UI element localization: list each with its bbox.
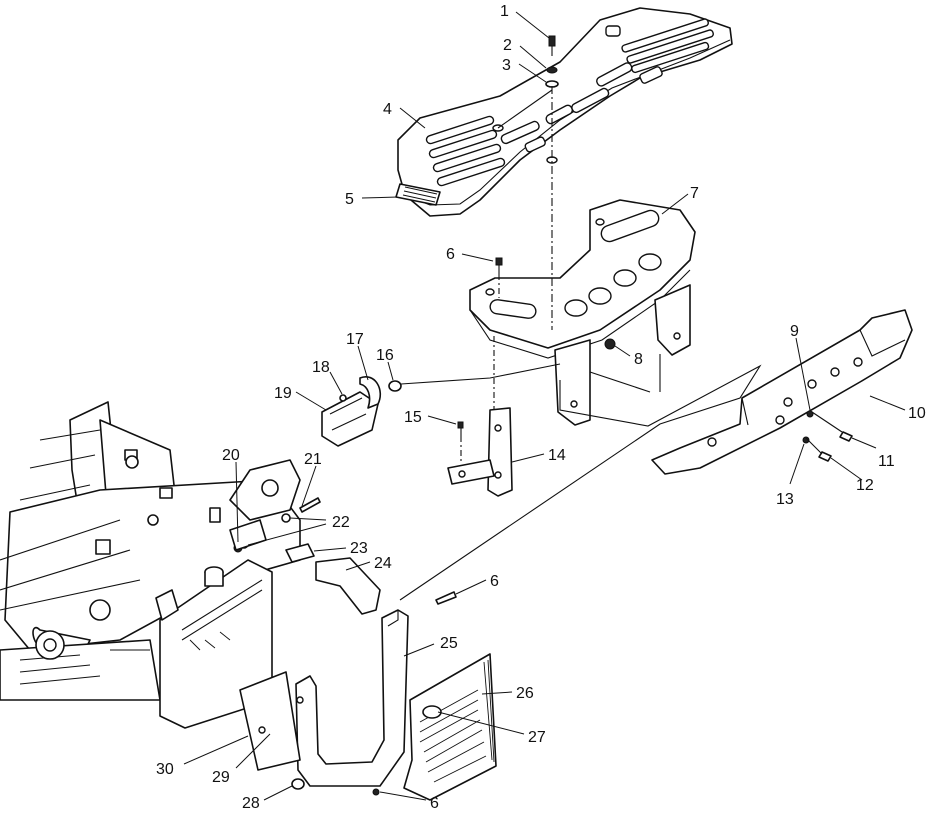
support-bolt: [495, 257, 503, 274]
lock-washer: [546, 66, 558, 74]
callout-15: 15: [404, 409, 422, 426]
mud-flap: [403, 653, 497, 801]
grommet: [291, 778, 305, 790]
rear-bumper: [651, 309, 913, 475]
callout-23: 23: [350, 540, 368, 557]
leader-lines: [183, 11, 906, 801]
callout-8: 8: [634, 351, 643, 368]
callout-4: 4: [383, 101, 392, 118]
callout-29: 29: [212, 769, 230, 786]
flap-bolt-lower: [372, 788, 380, 796]
bracket-bolt: [457, 421, 464, 436]
callout-2: 2: [503, 37, 512, 54]
callout-20: 20: [222, 447, 240, 464]
callout-9: 9: [790, 323, 799, 340]
flap-grommet: [422, 705, 442, 719]
flap-bolt-upper: [435, 591, 457, 605]
callout-30: 30: [156, 761, 174, 778]
assembly-lines: [399, 86, 843, 601]
callout-25: 25: [440, 635, 458, 652]
callout-18: 18: [312, 359, 330, 376]
bumper-nut: [806, 410, 814, 418]
callout-13: 13: [776, 491, 794, 508]
callout-6-bottom: 6: [430, 795, 439, 811]
bumper-bolt-lower: [818, 451, 832, 462]
callout-11: 11: [878, 453, 895, 470]
reflector-plate: [395, 183, 441, 206]
rear-rack: [397, 7, 733, 217]
rack-bolt: [548, 35, 556, 56]
callout-17: 17: [346, 331, 364, 348]
vehicle-frame: [0, 401, 301, 701]
radiator: [155, 559, 273, 729]
callout-7: 7: [690, 185, 699, 202]
mount-plate: [239, 671, 301, 771]
callout-22: 22: [332, 514, 350, 531]
callout-14: 14: [548, 447, 566, 464]
mount-bolt: [299, 497, 321, 513]
callout-24: 24: [374, 555, 392, 572]
callout-10: 10: [908, 405, 926, 422]
callout-19: 19: [274, 385, 292, 402]
bumper-washer: [802, 436, 810, 444]
nut: [604, 338, 616, 350]
rack-support: [469, 199, 696, 426]
callout-5: 5: [345, 191, 354, 208]
rubber-pad: [285, 543, 315, 563]
washer-left: [281, 513, 291, 523]
callout-28: 28: [242, 795, 260, 811]
flap-bracket: [295, 609, 409, 787]
mount-bracket: [447, 407, 513, 497]
callout-16: 16: [376, 347, 394, 364]
brace: [315, 557, 381, 615]
callout-labels: 1 2 3 4 5 6 7 8 9 10 11 12 13 14 15 16 1…: [156, 3, 926, 812]
callout-21: 21: [304, 451, 322, 468]
bumper-bolt-upper: [839, 431, 853, 442]
callout-6-middle: 6: [490, 573, 499, 590]
callout-27: 27: [528, 729, 546, 746]
callout-26: 26: [516, 685, 534, 702]
callout-1: 1: [500, 3, 509, 20]
callout-3: 3: [502, 57, 511, 74]
taillight-assembly: [321, 376, 402, 447]
callout-12: 12: [856, 477, 874, 494]
callout-6-top: 6: [446, 246, 455, 263]
